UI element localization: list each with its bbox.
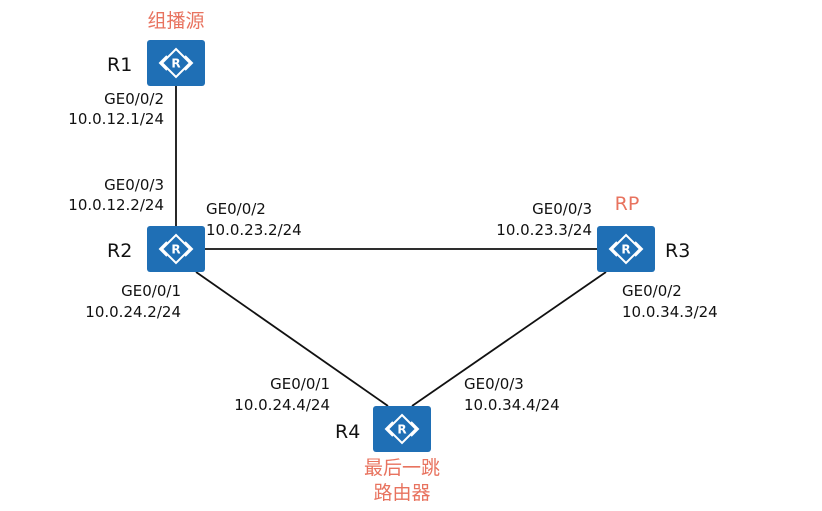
- router-r3-name: R3: [665, 240, 690, 262]
- r3-ip-label-to-r2: 10.0.23.3/24: [496, 221, 592, 239]
- r3-ip-label-to-r4: 10.0.34.3/24: [622, 303, 718, 321]
- router-icon-letter: R: [171, 243, 180, 257]
- router-r2[interactable]: R: [146, 225, 206, 273]
- router-r4-name: R4: [335, 421, 360, 443]
- r1-role-label: 组播源: [147, 10, 204, 32]
- link-r2-r4: [195, 271, 389, 407]
- r1-port-label: GE0/0/2: [104, 90, 164, 108]
- router-r3[interactable]: R: [596, 225, 656, 273]
- r3-port-label-to-r4: GE0/0/2: [622, 282, 682, 300]
- router-icon-letter: R: [397, 423, 406, 437]
- r2-port-label-to-r3: GE0/0/2: [206, 200, 266, 218]
- router-r2-name: R2: [107, 240, 132, 262]
- router-icon-letter: R: [621, 243, 630, 257]
- r4-role-label-line2: 路由器: [373, 482, 430, 504]
- r2-ip-label-to-r3: 10.0.23.2/24: [206, 221, 302, 239]
- r2-port-label-to-r1: GE0/0/3: [104, 176, 164, 194]
- r4-role-label-line1: 最后一跳: [364, 457, 440, 479]
- r4-port-label-to-r3: GE0/0/3: [464, 375, 524, 393]
- r4-ip-label-to-r3: 10.0.34.4/24: [464, 396, 560, 414]
- r1-ip-label: 10.0.12.1/24: [68, 110, 164, 128]
- link-r3-r4: [411, 271, 607, 407]
- router-r1[interactable]: R: [146, 39, 206, 87]
- r3-role-label: RP: [615, 193, 640, 215]
- router-r4[interactable]: R: [372, 405, 432, 453]
- r2-ip-label-to-r4: 10.0.24.2/24: [85, 303, 181, 321]
- router-r1-name: R1: [107, 54, 132, 76]
- r2-port-label-to-r4: GE0/0/1: [121, 282, 181, 300]
- r4-port-label-to-r2: GE0/0/1: [270, 375, 330, 393]
- r4-ip-label-to-r2: 10.0.24.4/24: [234, 396, 330, 414]
- r3-port-label-to-r2: GE0/0/3: [532, 200, 592, 218]
- router-icon-letter: R: [171, 57, 180, 71]
- r2-ip-label-to-r1: 10.0.12.2/24: [68, 196, 164, 214]
